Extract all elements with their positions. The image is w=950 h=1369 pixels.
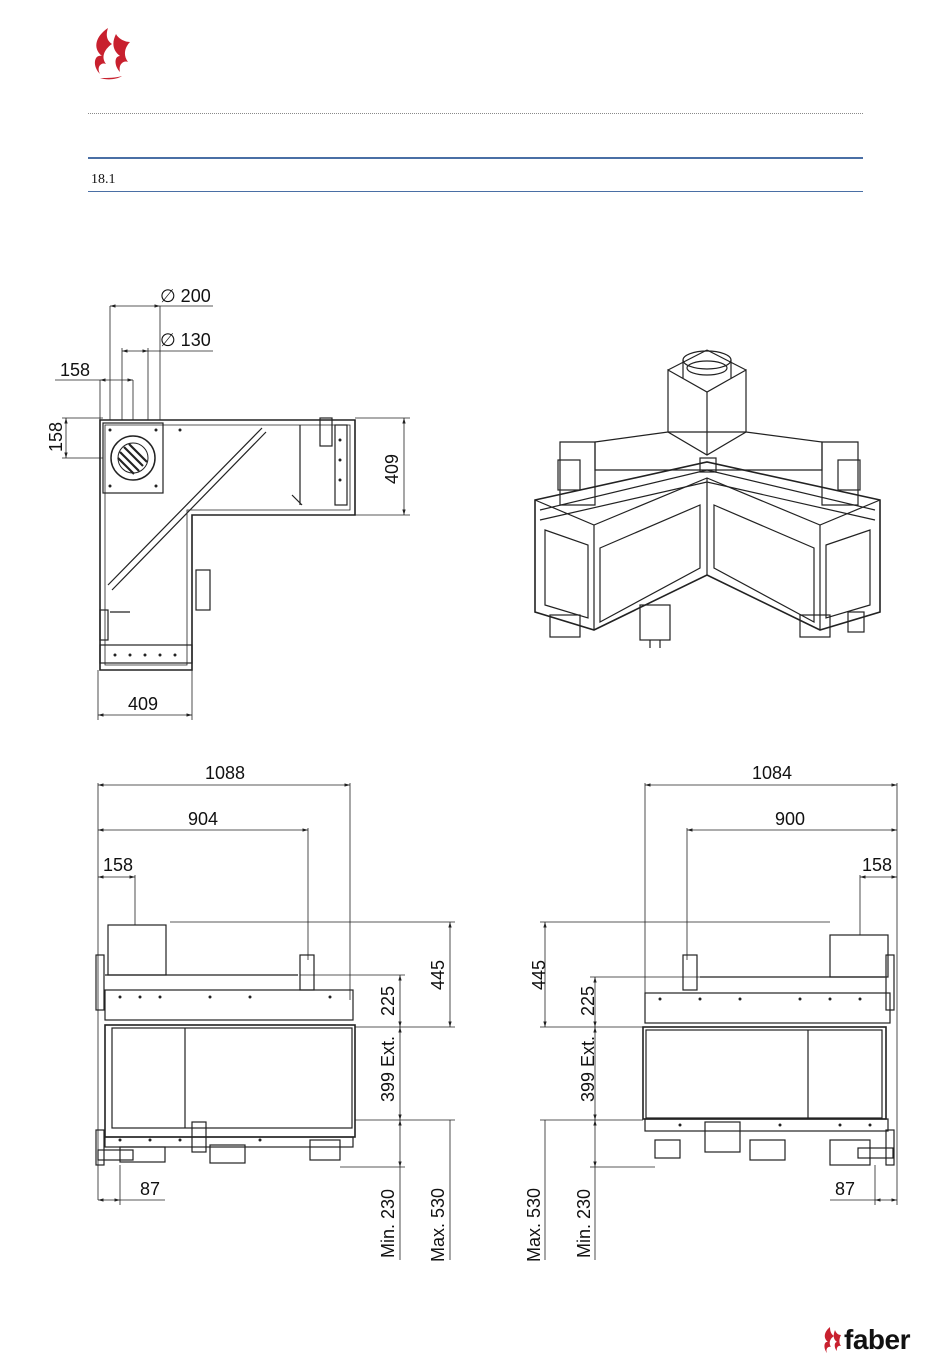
dim-904: 904 xyxy=(188,809,218,829)
dim-399-left: 399 Ext. xyxy=(378,1036,398,1102)
dim-min-230-right: Min. 230 xyxy=(574,1189,594,1258)
dim-87-left: 87 xyxy=(140,1179,160,1199)
dim-158-right: 158 xyxy=(862,855,892,875)
dim-1084: 1084 xyxy=(752,763,792,783)
dim-diameter-130: ∅ 130 xyxy=(160,330,211,350)
dim-diameter-200: ∅ 200 xyxy=(160,286,211,306)
dim-158-horizontal: 158 xyxy=(60,360,90,380)
dim-409-right: 409 xyxy=(382,454,402,484)
dim-max-530-left: Max. 530 xyxy=(428,1188,448,1262)
dim-87-right: 87 xyxy=(835,1179,855,1199)
left-view-labels: 1088 904 158 445 225 399 Ext. 87 Min. 23… xyxy=(103,763,448,1262)
dim-399-right: 399 Ext. xyxy=(578,1036,598,1102)
dim-158-vertical: 158 xyxy=(46,422,66,452)
dim-max-530-right: Max. 530 xyxy=(524,1188,544,1262)
flame-icon xyxy=(820,1326,842,1356)
dim-409-bottom: 409 xyxy=(128,694,158,714)
dim-158-left: 158 xyxy=(103,855,133,875)
brand-logo: faber xyxy=(820,1324,930,1360)
dim-445-right: 445 xyxy=(529,960,549,990)
dim-900: 900 xyxy=(775,809,805,829)
right-view-labels: 1084 900 158 445 225 399 Ext. 87 Max. 53… xyxy=(524,763,892,1262)
dim-445-left: 445 xyxy=(428,960,448,990)
isometric-view xyxy=(535,350,880,648)
brand-wordmark: faber xyxy=(844,1324,910,1356)
top-view xyxy=(55,306,410,720)
dim-225-right: 225 xyxy=(578,986,598,1016)
dim-225-left: 225 xyxy=(378,986,398,1016)
dim-min-230-left: Min. 230 xyxy=(378,1189,398,1258)
dim-1088: 1088 xyxy=(205,763,245,783)
